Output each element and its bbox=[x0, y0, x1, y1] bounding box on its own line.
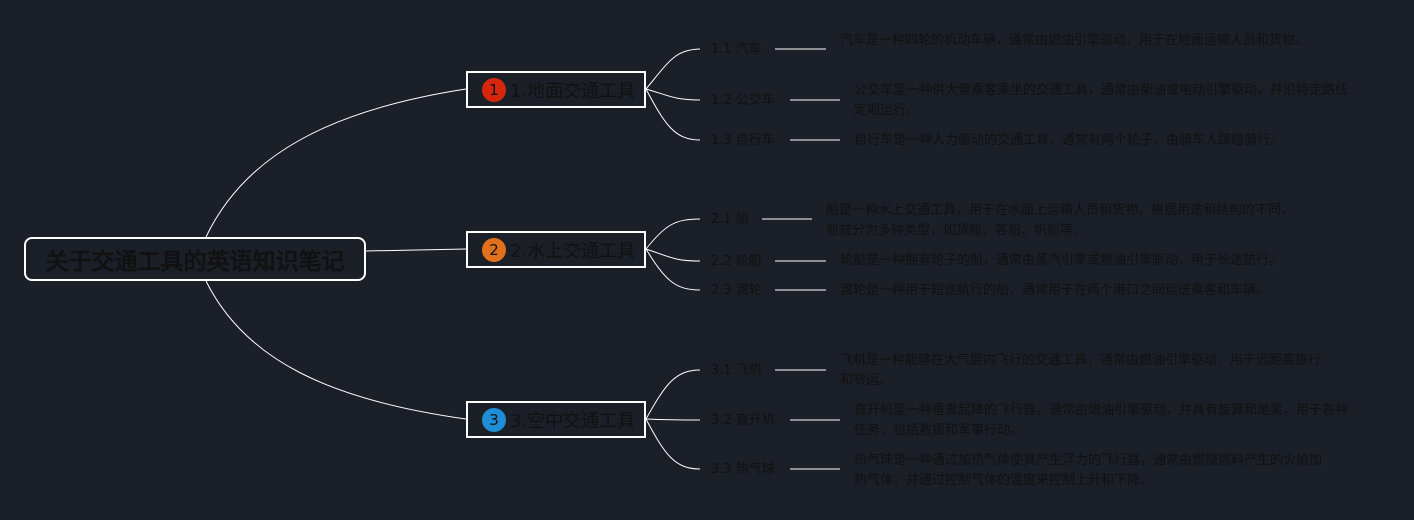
subtopic-description: 热气球是一种通过加热气体使其产生浮力的飞行器，通常由燃烧燃料产生的火焰加热气体，… bbox=[854, 453, 1323, 488]
root-topic[interactable]: 关于交通工具的英语知识笔记 bbox=[24, 237, 366, 281]
root-branch-2-connector bbox=[365, 248, 467, 252]
root-topic-label: 关于交通工具的英语知识笔记 bbox=[45, 249, 345, 275]
subtopic-description: 渡轮是一种用于短途航行的船，通常用于在两个港口之间运送乘客和车辆。 bbox=[840, 283, 1270, 298]
branch-3-leaf-1-connector bbox=[645, 369, 701, 420]
subtopic-description: 轮船是一种拥有轮子的船，通常由蒸汽引擎或燃油引擎驱动，用于长途航行。 bbox=[840, 253, 1283, 268]
branch-topic-label: 3.空中交通工具 bbox=[510, 410, 636, 432]
branch-3-leaf-3-connector bbox=[645, 418, 701, 470]
branch-3-leaf-2-connector bbox=[645, 418, 701, 421]
branch-topic-label: 2.水上交通工具 bbox=[510, 240, 636, 262]
subtopic-description: 直升机是一种垂直起降的飞行器，通常由燃油引擎驱动，并具有旋翼和尾桨，用于各种任务… bbox=[854, 403, 1349, 438]
root-branch-1-connector bbox=[205, 88, 467, 238]
subtopic-steamship[interactable]: 2.2 轮船 bbox=[711, 254, 762, 269]
number-badge-1: 1 bbox=[482, 77, 506, 102]
subtopic-bicycle[interactable]: 1.3 自行车 bbox=[711, 133, 775, 148]
number-badge-3: 3 bbox=[482, 407, 506, 432]
subtopic-description: 飞机是一种能够在大气层内飞行的交通工具，通常由燃油引擎驱动，用于远距离旅行和货运… bbox=[840, 353, 1322, 388]
subtopic-ship[interactable]: 2.1 船 bbox=[711, 212, 749, 227]
branch-2-leaf-2-connector bbox=[645, 248, 701, 262]
subtopic-description: 自行车是一种人力驱动的交通工具，通常有两个轮子，由骑车人踩踏骑行。 bbox=[854, 133, 1284, 148]
branch-1-leaf-3-connector bbox=[645, 88, 701, 141]
branch-1-leaf-1-connector bbox=[645, 48, 701, 90]
root-branch-3-connector bbox=[205, 280, 467, 420]
subtopic-description: 船是一种水上交通工具，用于在水面上运输人员和货物。根据用途和结构的不同，船被分为… bbox=[826, 203, 1295, 238]
subtopic-bus[interactable]: 1.2 公交车 bbox=[711, 93, 775, 108]
subtopic-description: 公交车是一种供大量乘客乘坐的交通工具，通常由柴油或电动引擎驱动，并沿特定路线定期… bbox=[854, 83, 1349, 118]
branch-topic-label: 1.地面交通工具 bbox=[510, 80, 636, 102]
branch-topic-water-transport[interactable]: 2 2.水上交通工具 bbox=[466, 231, 646, 268]
branch-topic-air-transport[interactable]: 3 3.空中交通工具 bbox=[466, 401, 646, 438]
subtopic-ferry[interactable]: 2.3 渡轮 bbox=[711, 283, 762, 298]
subtopic-car[interactable]: 1.1 汽车 bbox=[711, 42, 762, 57]
number-badge-2: 2 bbox=[482, 237, 506, 262]
subtopic-description: 汽车是一种四轮的机动车辆，通常由燃油引擎驱动，用于在地面运输人员和货物。 bbox=[840, 33, 1309, 48]
branch-2-leaf-3-connector bbox=[645, 248, 701, 291]
branch-topic-ground-transport[interactable]: 1 1.地面交通工具 bbox=[466, 71, 646, 108]
branch-1-leaf-2-connector bbox=[645, 88, 701, 101]
subtopic-helicopter[interactable]: 3.2 直升机 bbox=[711, 413, 775, 428]
subtopic-airplane[interactable]: 3.1 飞机 bbox=[711, 363, 762, 378]
subtopic-hot-air-balloon[interactable]: 3.3 热气球 bbox=[711, 462, 775, 477]
branch-2-leaf-1-connector bbox=[645, 218, 701, 250]
